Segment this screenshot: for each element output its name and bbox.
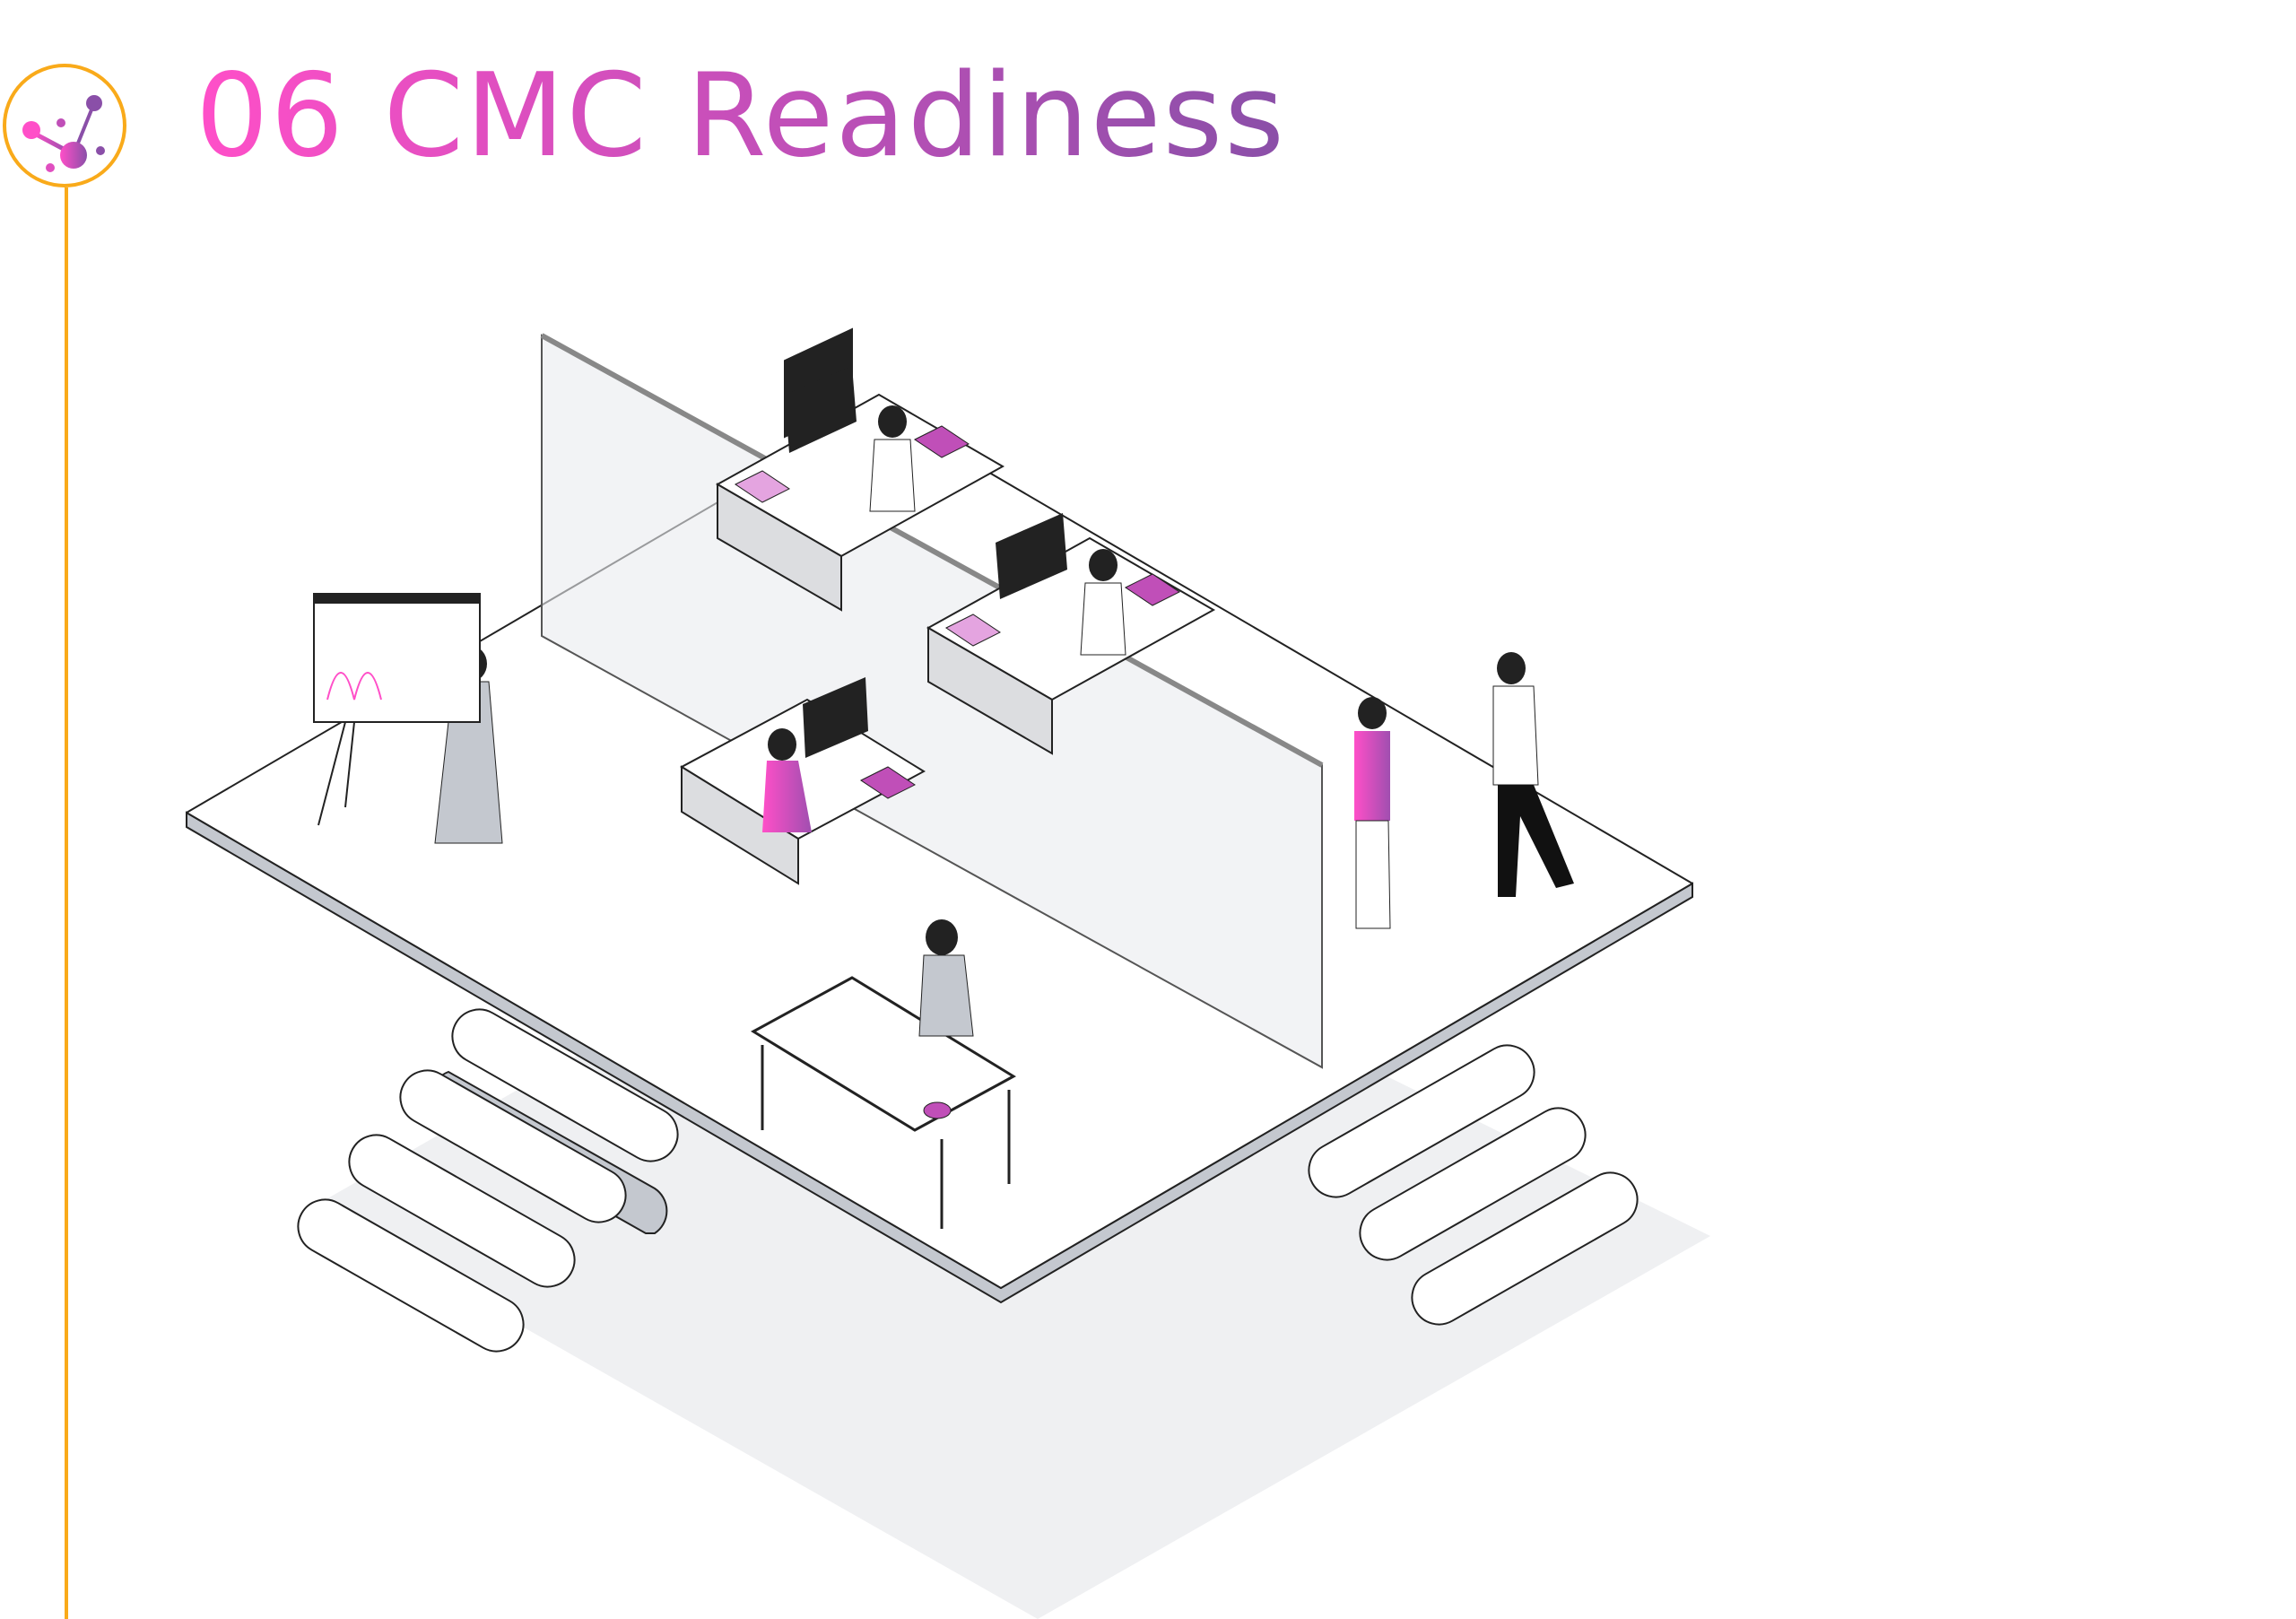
monitor: [785, 366, 1067, 758]
desk: [751, 976, 1016, 1229]
page-title: 06 CMC Readiness: [196, 49, 1286, 183]
person-seated-grey: [918, 919, 974, 1037]
steps-right: [1308, 1044, 1639, 1326]
person-seated: [1080, 549, 1126, 656]
person-seated: [869, 405, 916, 512]
steps-left: [297, 1008, 679, 1353]
person-handshake: [1492, 652, 1574, 897]
desk: [926, 536, 1216, 755]
person-handshake-pink: [1354, 697, 1391, 929]
person-seated-pink: [762, 728, 812, 832]
section-badge: [3, 64, 126, 187]
timeline-line: [65, 187, 68, 1619]
desk: [679, 698, 926, 885]
flipchart: [313, 593, 481, 826]
molecule-icon: [22, 95, 105, 172]
book: [860, 425, 1180, 799]
book: [735, 470, 1001, 647]
phone: [923, 1101, 952, 1119]
